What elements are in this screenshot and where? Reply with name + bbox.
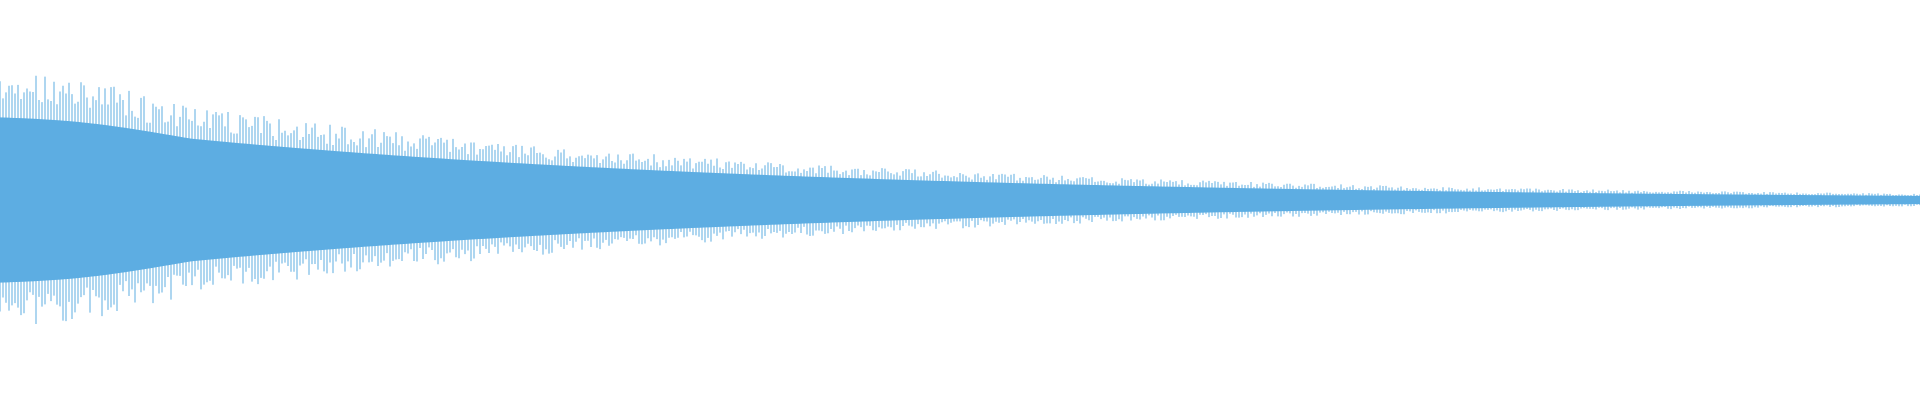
waveform-body <box>0 117 1920 283</box>
